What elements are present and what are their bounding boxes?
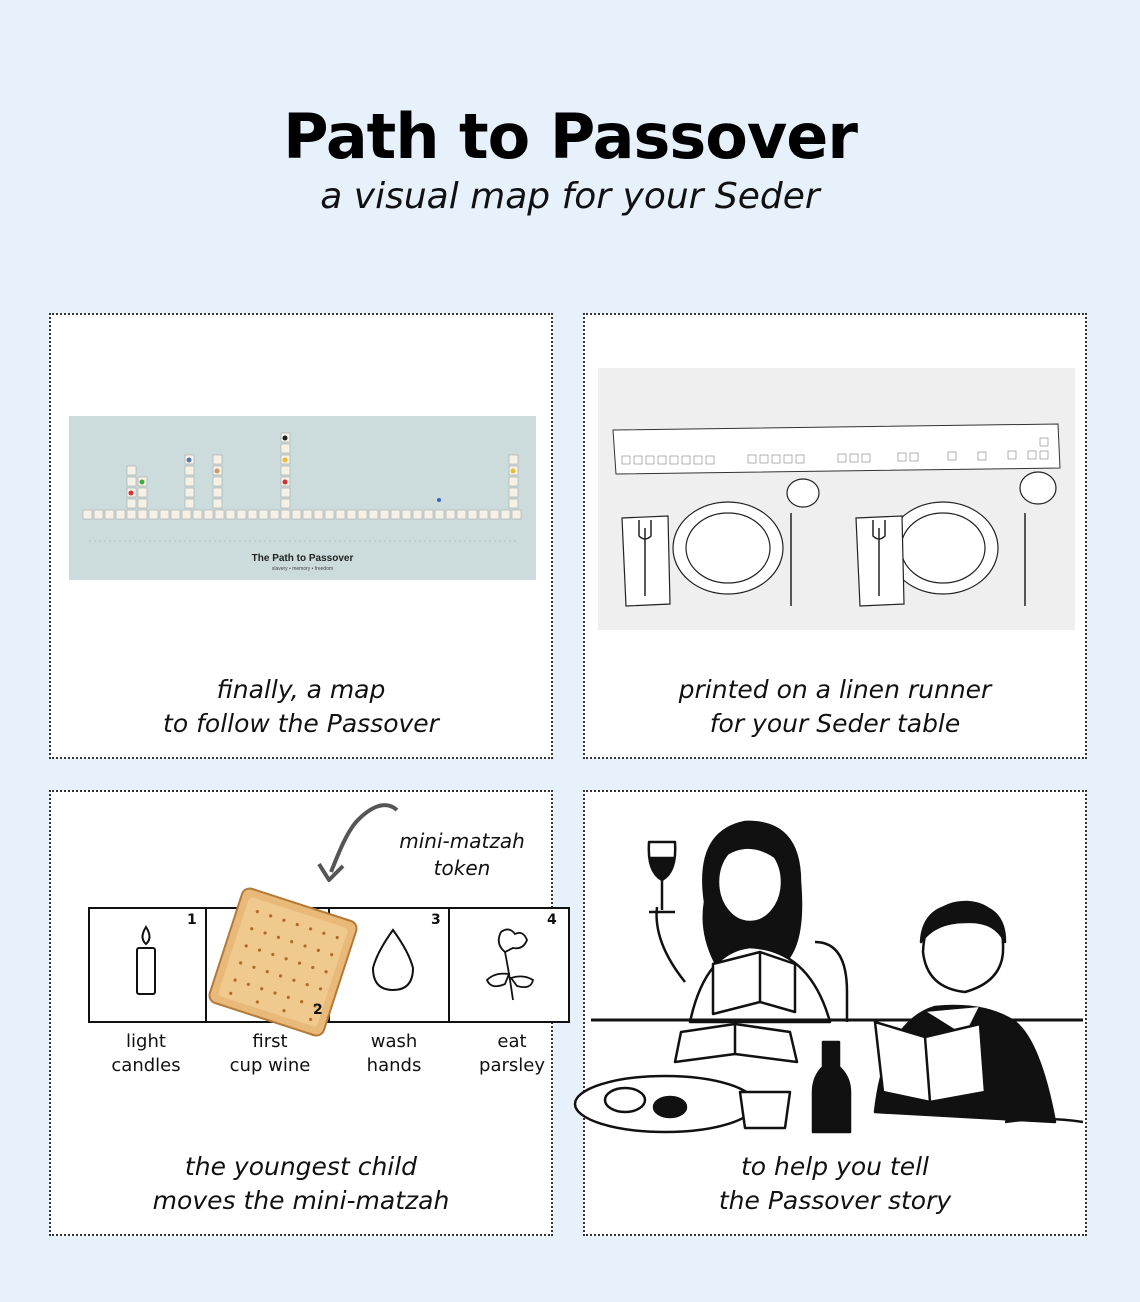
- token-label: mini-matzah token: [387, 828, 537, 882]
- panel-story: to help you tell the Passover story: [573, 790, 1087, 1236]
- arrow-icon: [329, 803, 399, 873]
- panel-caption: finally, a map to follow the Passover: [51, 673, 551, 741]
- panel-runner: printed on a linen runner for your Seder…: [583, 313, 1087, 759]
- parsley-icon: [485, 928, 535, 1001]
- map-illustration: The Path to Passover slavery • memory • …: [69, 416, 536, 580]
- step-label-line: wash: [370, 1031, 418, 1052]
- token-label-line-2: token: [433, 856, 491, 880]
- step-label: eat parsley: [457, 1030, 567, 1078]
- water-drop-icon: [371, 928, 415, 992]
- steps-illustration: [88, 803, 570, 1037]
- step-number: 2: [313, 1002, 323, 1018]
- step-number: 3: [431, 912, 441, 928]
- step-label-line: hands: [366, 1055, 422, 1076]
- caption-line-2: moves the mini-matzah: [152, 1186, 450, 1215]
- candle-icon: [136, 925, 156, 995]
- caption-line-1: finally, a map: [216, 675, 386, 704]
- page-subtitle: a visual map for your Seder: [320, 176, 820, 217]
- caption-line-1: the youngest child: [184, 1152, 418, 1181]
- step-number: 4: [547, 912, 557, 928]
- token-label-line-1: mini-matzah: [399, 829, 525, 853]
- step-label: light candles: [91, 1030, 201, 1078]
- caption-line-1: to help you tell: [741, 1152, 929, 1181]
- step-label: wash hands: [339, 1030, 449, 1078]
- step-label-line: first: [252, 1031, 288, 1052]
- step-label-line: candles: [111, 1055, 181, 1076]
- matzah-token: [208, 887, 358, 1037]
- map-icons: [82, 432, 522, 542]
- step-label: first cup wine: [215, 1030, 325, 1078]
- panel-steps: mini-matzah token 1 2 3 4 light candles …: [49, 790, 570, 1236]
- page-title: Path to Passover: [283, 100, 858, 173]
- caption-line-1: printed on a linen runner: [678, 675, 992, 704]
- map-title: The Path to Passover: [251, 553, 354, 564]
- panel-caption: to help you tell the Passover story: [585, 1150, 1085, 1218]
- step-label-line: parsley: [479, 1055, 545, 1076]
- panel-map: The Path to Passover slavery • memory • …: [49, 313, 553, 759]
- caption-line-2: for your Seder table: [709, 709, 961, 738]
- step-label-line: light: [126, 1031, 166, 1052]
- step-label-line: cup wine: [229, 1055, 311, 1076]
- family-reading-illustration: [573, 820, 1084, 1134]
- caption-line-2: to follow the Passover: [163, 709, 439, 738]
- panel-caption: printed on a linen runner for your Seder…: [585, 673, 1085, 741]
- step-number: 1: [187, 912, 197, 928]
- map-subtitle: slavery • memory • freedom: [271, 566, 334, 572]
- caption-line-2: the Passover story: [718, 1186, 952, 1215]
- panel-caption: the youngest child moves the mini-matzah: [51, 1150, 551, 1218]
- step-label-line: eat: [497, 1031, 527, 1052]
- table-runner-illustration: [598, 368, 1075, 630]
